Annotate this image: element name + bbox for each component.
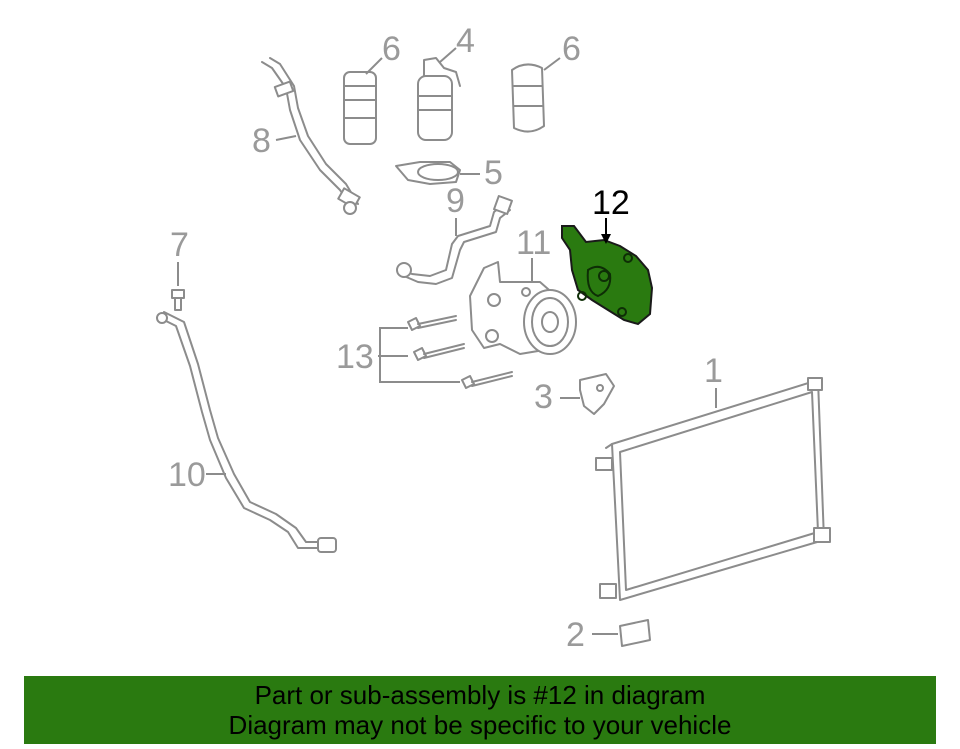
callout-6-left: 6 [382,30,401,68]
callout-8: 8 [252,122,271,160]
banner-line-1: Part or sub-assembly is #12 in diagram [254,680,706,710]
callout-10: 10 [168,456,206,494]
banner-line-2: Diagram may not be specific to your vehi… [228,710,732,740]
callout-3: 3 [534,378,553,416]
info-banner: Part or sub-assembly is #12 in diagram D… [24,676,936,744]
compressor-bracket-12[interactable] [561,225,654,326]
callout-5: 5 [484,154,503,192]
callout-12: 12 [592,184,630,222]
callout-6-right: 6 [562,30,581,68]
clamp-5[interactable] [395,161,461,185]
callout-1: 1 [704,352,723,390]
callout-11: 11 [516,224,551,262]
fitting-7[interactable] [171,289,185,311]
condenser-1[interactable] [595,377,831,601]
bracket-2[interactable] [619,619,651,647]
hose-8[interactable] [261,57,361,215]
callout-9: 9 [446,182,465,220]
callout-13: 13 [336,338,374,376]
hose-10[interactable] [156,311,337,553]
compressor-11[interactable] [469,261,577,355]
callout-2: 2 [566,616,585,654]
hose-9[interactable] [396,195,513,285]
bracket-3[interactable] [579,373,615,415]
drier-6-right[interactable] [511,63,545,133]
callout-7: 7 [170,226,189,264]
bolts-13[interactable] [407,315,513,389]
parts-diagram: 8 6 4 6 5 9 [156,22,831,654]
drier-6-left[interactable] [343,71,377,145]
accumulator-4[interactable] [417,57,461,141]
callout-4: 4 [456,22,475,60]
